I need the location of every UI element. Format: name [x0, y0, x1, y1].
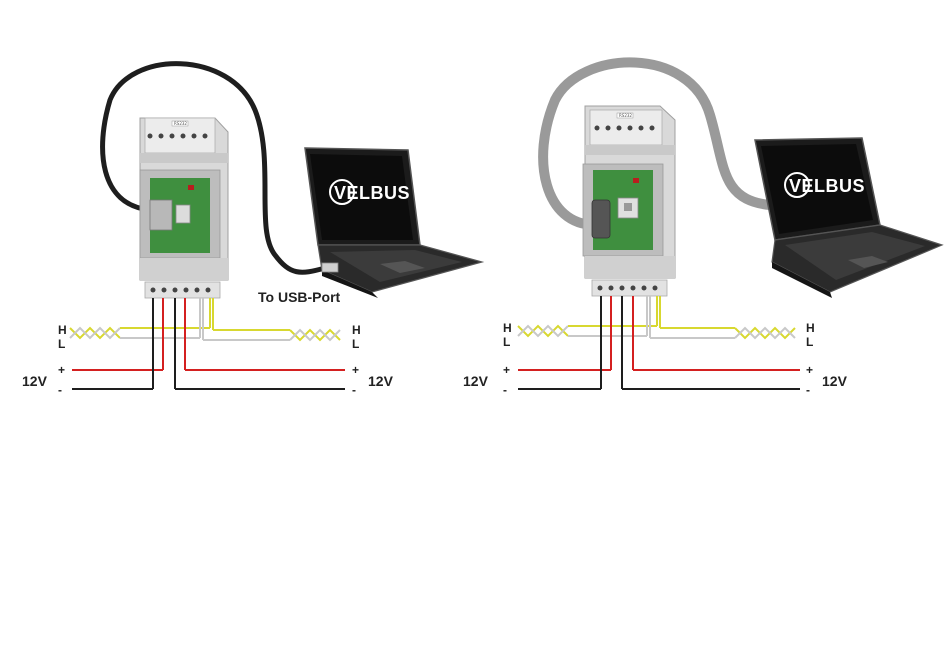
right-plus-label: +: [503, 363, 510, 377]
left-velbus-logo: VELBUS: [330, 180, 410, 204]
right-bus-twisted-right: [735, 328, 795, 338]
right-laptop: VELBUS: [755, 138, 942, 298]
left-plus-label-right: +: [352, 363, 359, 377]
left-plus-label: +: [58, 363, 65, 377]
left-velbus-logo-text: VELBUS: [334, 183, 410, 203]
right-plus-label-right: +: [806, 363, 813, 377]
left-laptop: VELBUS: [305, 148, 482, 298]
right-minus-label: -: [503, 383, 507, 397]
right-bus-twisted-left: [518, 326, 568, 336]
right-diagram: VELBUS RS232: [463, 62, 942, 397]
right-module-label: RS232: [619, 113, 632, 118]
right-module: RS232: [583, 106, 675, 296]
left-module: RS232: [140, 118, 228, 298]
left-h-label: H: [58, 323, 67, 337]
left-l-label: L: [58, 337, 65, 351]
left-voltage-right: 12V: [368, 373, 394, 389]
right-velbus-logo-text: VELBUS: [789, 176, 865, 196]
right-minus-label-right: -: [806, 383, 810, 397]
right-voltage-right: 12V: [822, 373, 848, 389]
left-module-label: RS232: [174, 121, 187, 126]
left-voltage-left: 12V: [22, 373, 48, 389]
left-l-label-right: L: [352, 337, 359, 351]
right-l-label-right: L: [806, 335, 813, 349]
left-bus-twisted-left: [70, 328, 120, 338]
left-h-label-right: H: [352, 323, 361, 337]
right-voltage-left: 12V: [463, 373, 489, 389]
left-usb-label: To USB-Port: [258, 289, 341, 305]
left-bus-twisted-right: [290, 330, 340, 340]
right-velbus-logo: VELBUS: [785, 173, 865, 197]
left-minus-label: -: [58, 383, 62, 397]
left-minus-label-right: -: [352, 383, 356, 397]
right-l-label: L: [503, 335, 510, 349]
right-h-label-right: H: [806, 321, 815, 335]
right-h-label: H: [503, 321, 512, 335]
left-diagram: VELBUS RS232: [22, 64, 482, 397]
